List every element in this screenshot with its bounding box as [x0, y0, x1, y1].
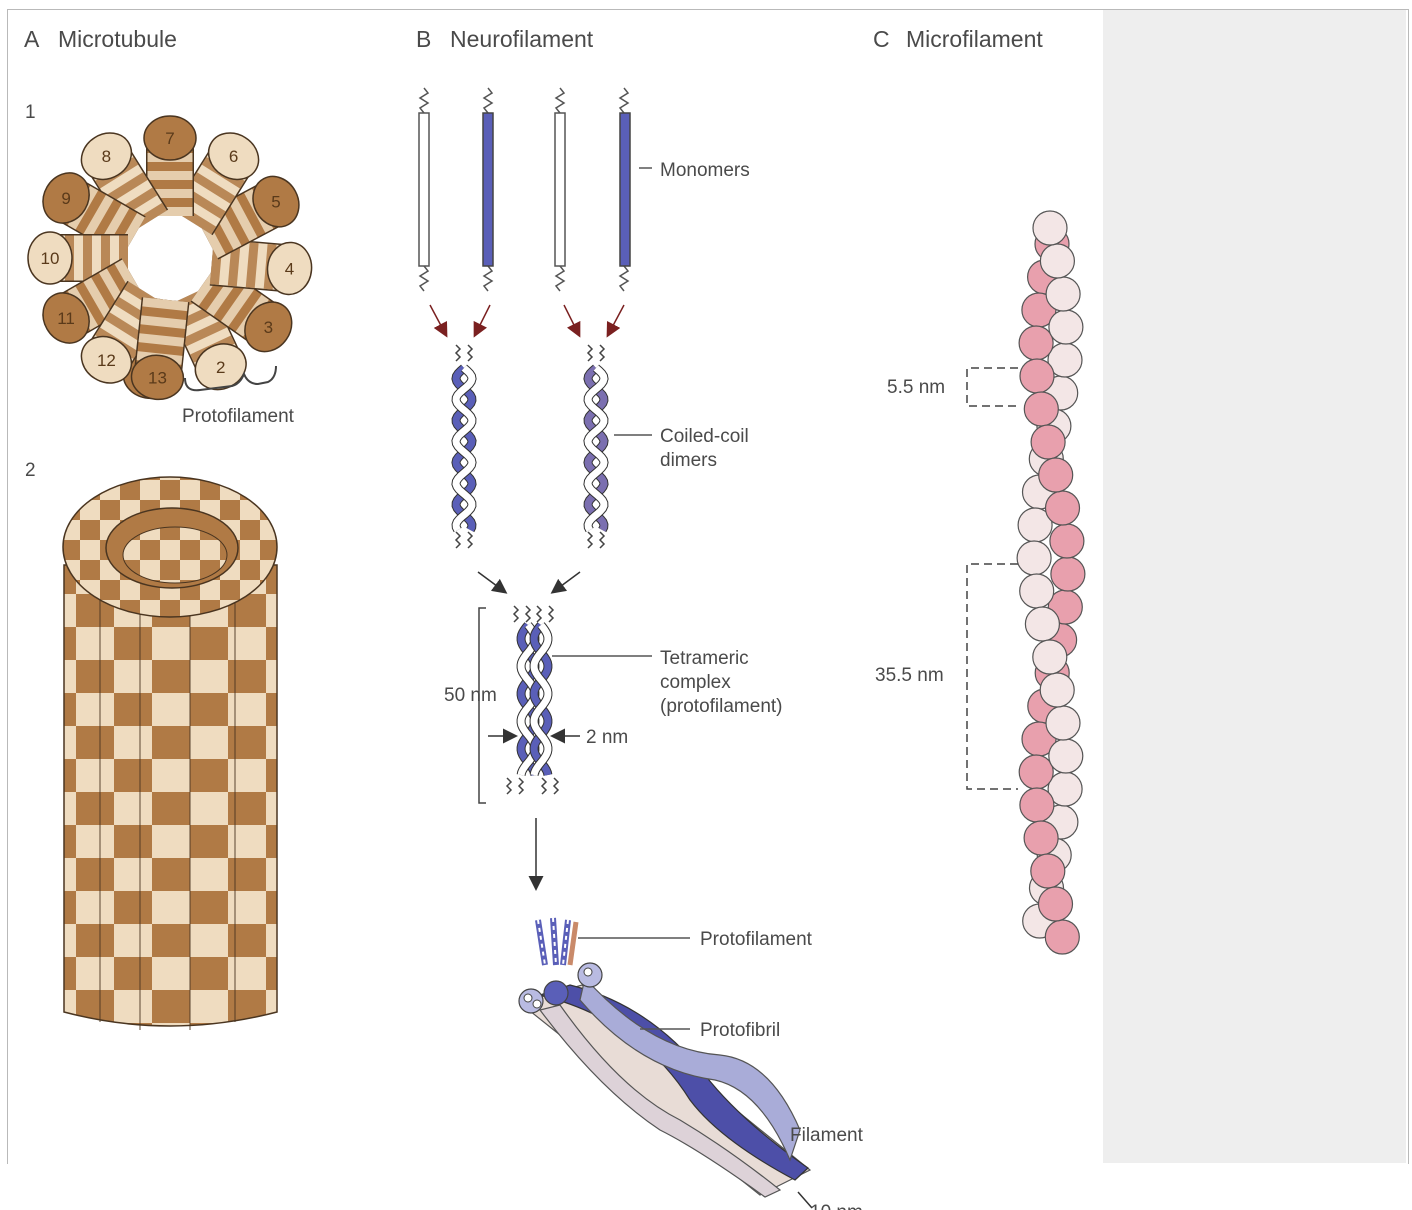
actin-monomer-bead [1049, 310, 1083, 344]
actin-monomer-bead [1040, 244, 1074, 278]
protofilament-number: 2 [216, 358, 225, 377]
actin-monomer-bead [1024, 821, 1058, 855]
actin-monomer-bead [1051, 557, 1085, 591]
protofilament-label-a: Protofilament [182, 406, 295, 427]
actin-monomer-bead [1020, 788, 1054, 822]
monomers-group [419, 88, 630, 291]
protofilament-number: 7 [165, 129, 174, 148]
tetrameric-label-1: Tetrameric [660, 648, 749, 669]
actin-monomer-bead [1033, 211, 1067, 245]
microtubule-cylinder [63, 477, 277, 1030]
protofilament-label-b: Protofilament [700, 929, 813, 950]
coiled-coil-dimer-left [456, 345, 472, 548]
protofilament-number: 8 [102, 147, 111, 166]
actin-monomer-bead [1045, 920, 1079, 954]
actin-monomer-bead [1019, 755, 1053, 789]
coiled-coil-label: Coiled-coil [660, 426, 749, 447]
width-2nm-label: 2 nm [586, 727, 628, 748]
actin-monomer-bead [1020, 574, 1054, 608]
panel-a-title: Microtubule [58, 26, 177, 52]
bracket-35-5nm [967, 564, 1018, 789]
protofilament-number: 11 [57, 309, 75, 328]
panel-b-letter: B [416, 26, 431, 52]
microtubule-cross-section: 12345678910111213 [28, 116, 314, 402]
actin-monomer-bead [1017, 541, 1051, 575]
filament-label: Filament [790, 1125, 864, 1146]
protofilament-number: 9 [61, 189, 70, 208]
protofibril-label: Protofibril [700, 1020, 780, 1041]
filament-width-label: 10 nm [810, 1202, 863, 1210]
actin-monomer-bead [1024, 392, 1058, 426]
length-50nm-label: 50 nm [444, 685, 497, 706]
protofilament-number: 6 [229, 147, 238, 166]
protofilament-number: 12 [97, 351, 116, 370]
panel-a-step-2: 2 [25, 460, 36, 481]
panel-a-step-1: 1 [25, 102, 36, 123]
coiled-coil-dimer-right [588, 345, 604, 548]
actin-monomer-bead [1039, 887, 1073, 921]
actin-monomer-bead [1025, 607, 1059, 641]
actin-monomer-bead [1046, 277, 1080, 311]
tetrameric-complex [507, 606, 558, 794]
actin-monomer-bead [1046, 706, 1080, 740]
protofilament-number: 4 [285, 259, 294, 278]
actin-monomer-bead [1033, 640, 1067, 674]
protofilament-number: 5 [271, 193, 280, 212]
assembly-arrows-1 [430, 305, 624, 335]
panel-c-title: Microfilament [906, 26, 1043, 52]
actin-monomer-bead [1049, 739, 1083, 773]
bracket-5-5nm [967, 368, 1018, 406]
tetrameric-label-2: complex [660, 672, 731, 693]
panel-c-microfilament: C Microfilament 5.5 nm 35.5 nm [873, 26, 1085, 954]
protofilament-number: 10 [41, 249, 60, 268]
protofilament-number: 13 [148, 368, 167, 387]
actin-monomer-bead [1031, 425, 1065, 459]
panel-c-letter: C [873, 26, 890, 52]
spacing-5-5nm-label: 5.5 nm [887, 377, 945, 398]
tetrameric-label-3: (protofilament) [660, 696, 783, 717]
actin-monomer-bead [1040, 673, 1074, 707]
actin-monomer-bead [1020, 359, 1054, 393]
actin-monomer-bead [1050, 524, 1084, 558]
panel-b-neurofilament: B Neurofilament Monomers Coiled-coil [416, 26, 864, 1210]
monomers-label: Monomers [660, 160, 750, 181]
panel-a-microtubule: A Microtubule 1 2 12345678910111213 Prot… [24, 26, 314, 1030]
protofilament-number: 3 [264, 318, 273, 337]
actin-monomer-bead [1031, 854, 1065, 888]
spacing-35-5nm-label: 35.5 nm [875, 665, 944, 686]
actin-monomer-bead [1039, 458, 1073, 492]
dimers-label: dimers [660, 450, 717, 471]
assembly-arrows-2 [478, 572, 580, 592]
neurofilament-bundle [519, 918, 810, 1197]
panel-a-letter: A [24, 26, 40, 52]
panel-b-title: Neurofilament [450, 26, 594, 52]
actin-double-helix [1017, 211, 1085, 954]
actin-monomer-bead [1046, 491, 1080, 525]
actin-monomer-bead [1019, 326, 1053, 360]
